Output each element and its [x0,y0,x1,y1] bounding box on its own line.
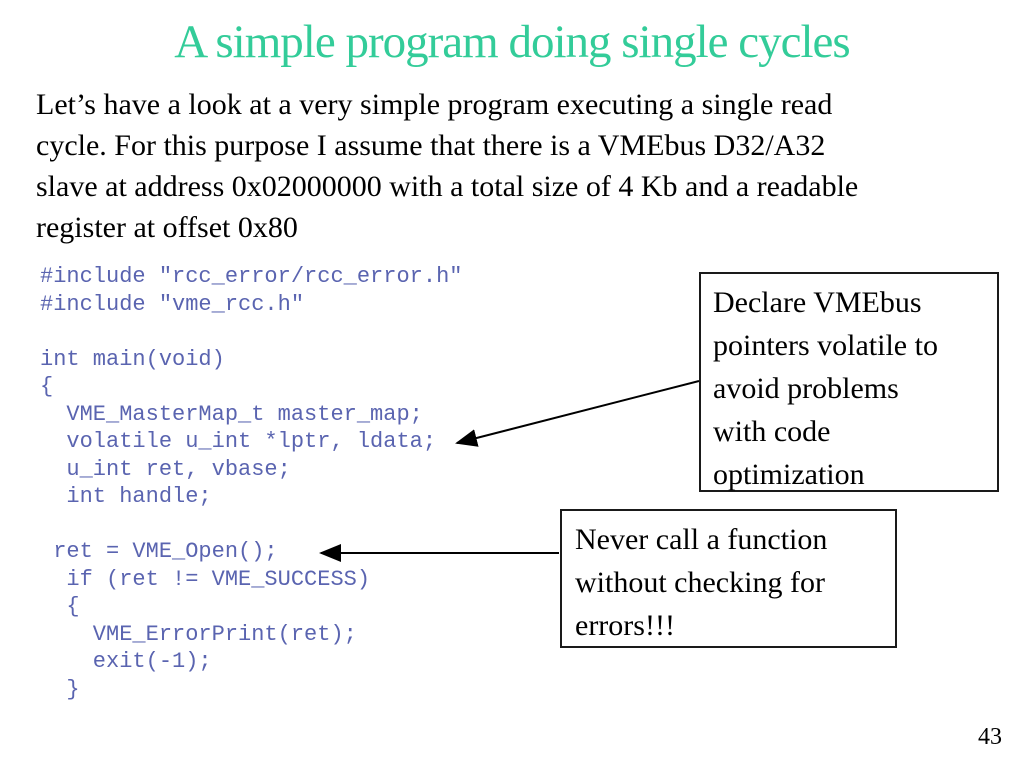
code-line: u_int ret, vbase; [40,456,291,482]
callout-line: optimization [713,458,865,491]
intro-line: register at offset 0x80 [36,211,298,244]
code-line: #include "vme_rcc.h" [40,291,305,317]
code-line: int main(void) [40,346,225,372]
code-line: } [40,676,80,702]
intro-line: cycle. For this purpose I assume that th… [36,129,826,162]
callout-line: pointers volatile to [713,329,938,362]
code-line: { [40,594,80,619]
code-line: int handle; [40,484,212,509]
callout-line: with code [713,415,831,448]
callout-check-errors: Never call a function without checking f… [560,509,897,648]
code-line: ret = VME_Open(); [40,539,278,564]
callout-line: without checking for [575,566,825,599]
code-line: { [40,374,54,399]
code-line: if (ret != VME_SUCCESS) [40,566,371,592]
code-line [40,511,462,539]
slide-title: A simple program doing single cycles [174,16,850,68]
page-number: 43 [978,724,1002,750]
callout-line: Never call a function [575,523,828,556]
code-line: volatile u_int *lptr, ldata; [40,429,437,454]
intro-line: slave at address 0x02000000 with a total… [36,170,859,203]
code-line: VME_ErrorPrint(ret); [40,621,357,647]
callout-line: errors!!! [575,609,675,642]
code-line [40,318,462,346]
code-block: #include "rcc_error/rcc_error.h" #includ… [40,263,462,703]
code-line: exit(-1); [40,649,212,674]
callout-declare-volatile: Declare VMEbus pointers volatile to avoi… [699,272,999,492]
intro-line: Let’s have a look at a very simple progr… [36,88,833,121]
intro-paragraph: Let’s have a look at a very simple progr… [36,84,996,248]
code-line: #include "rcc_error/rcc_error.h" [40,264,463,289]
callout-line: avoid problems [713,372,899,405]
arrow-to-volatile-declaration [455,380,700,447]
code-line: VME_MasterMap_t master_map; [40,401,423,427]
callout-line: Declare VMEbus [713,286,922,319]
